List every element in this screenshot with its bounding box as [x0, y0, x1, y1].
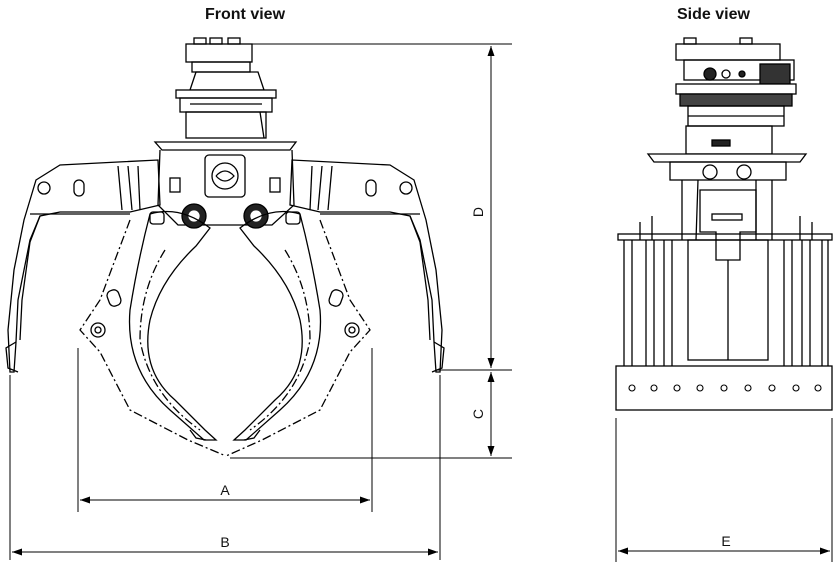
dim-D-label: D [470, 207, 486, 217]
side-frame-top [617, 233, 833, 241]
front-jaw-open-outline [79, 219, 371, 457]
front-view-title: Front view [205, 6, 286, 23]
dim-C-label: C [470, 409, 486, 419]
side-view-title: Side view [677, 6, 750, 23]
dim-E-label: E [721, 533, 730, 549]
front-view-drawing [5, 37, 445, 457]
side-bottom-holes [628, 384, 822, 392]
side-bottom-bar [615, 365, 833, 411]
front-inner-jaw-right [232, 210, 322, 441]
side-view-drawing [615, 37, 833, 411]
front-head [153, 141, 298, 226]
front-outer-arm-left [5, 159, 161, 373]
side-rotator [675, 37, 797, 127]
dim-B-label: B [220, 534, 229, 550]
front-inner-jaw-left [128, 210, 218, 441]
front-outer-arm-right [289, 159, 445, 373]
front-rotator [175, 37, 277, 139]
dim-A-label: A [220, 482, 230, 498]
front-dimensions [9, 43, 512, 560]
side-dimensions [615, 418, 833, 562]
side-tines [623, 216, 829, 368]
